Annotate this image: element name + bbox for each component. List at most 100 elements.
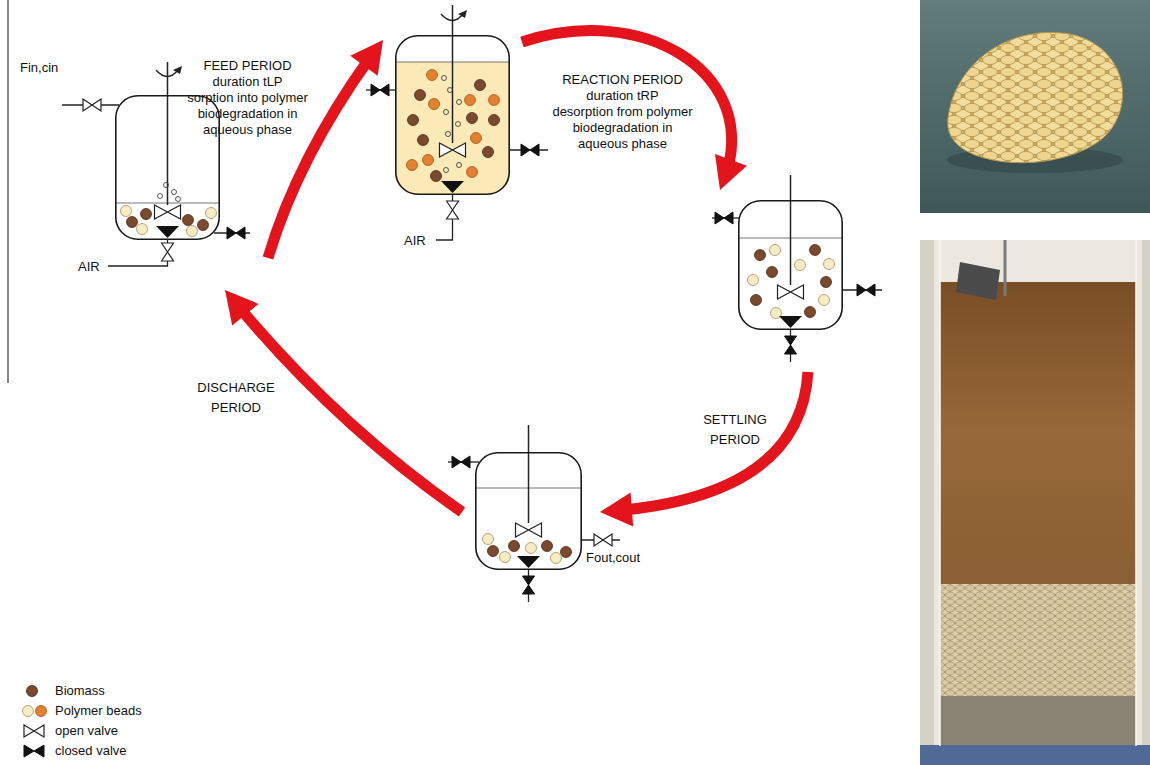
feed-reactor-contents: [457, 100, 462, 105]
legend-item: closed valve: [20, 741, 220, 761]
settling-reactor-contents: [452, 456, 470, 468]
reaction-reactor-contents: [790, 175, 792, 285]
reactor-photo: [920, 240, 1150, 765]
legend-item: Biomass: [20, 681, 220, 701]
arrow-head: [600, 493, 633, 527]
legend-swatch: [27, 686, 38, 697]
arrow-shaft: [522, 31, 732, 170]
feed-reactor-contents: [489, 95, 500, 106]
legend-text: Polymer beads: [55, 703, 142, 718]
reactor-photo: [1004, 240, 1007, 296]
period-label: REACTION PERIODduration tRPdesorption fr…: [550, 72, 695, 152]
legend-text: closed valve: [55, 743, 127, 758]
discharge-reactor-contents: [227, 227, 245, 239]
feed-reactor-contents: [465, 95, 476, 106]
legend-text: open valve: [55, 723, 118, 738]
feed-reactor-contents: [475, 80, 486, 91]
reaction-reactor-contents: [857, 284, 875, 296]
polymer-beads-photo: [920, 0, 1150, 213]
feed-reactor-contents: [407, 160, 418, 171]
vessel-outline: [395, 35, 510, 195]
reaction-reactor-contents: [778, 285, 804, 299]
feed-reactor-contents: [471, 133, 482, 144]
legend-bead-sample: [23, 706, 34, 717]
reactor-photo: [940, 282, 1136, 584]
vessel-wall: [739, 201, 842, 329]
reaction-reactor-contents: [779, 316, 802, 328]
feed-reactor-contents: [521, 144, 539, 156]
legend-bead-sample: [36, 706, 47, 717]
reaction-reactor-contents: [751, 295, 762, 306]
feed-reactor-contents: [440, 143, 466, 157]
legend-item: Polymer beads: [20, 701, 220, 721]
legend-sample: [20, 741, 50, 761]
period-label: FEED PERIODduration tLPsorption into pol…: [175, 58, 320, 138]
feed-reactor-contents: [431, 171, 442, 182]
settling-reactor-contents: [517, 556, 540, 568]
discharge-reactor-contents: [162, 243, 174, 261]
arrow-head: [225, 290, 259, 326]
discharge-reactor-contents: [158, 194, 163, 199]
cycle-arrow: [522, 31, 747, 190]
settling-reactor-contents: [526, 543, 537, 554]
settling-reactor-contents: [483, 534, 494, 545]
feed-reactor-contents: [436, 219, 453, 240]
reaction-reactor-contents: [770, 245, 781, 256]
discharge-reactor-contents: [176, 197, 181, 202]
arrow-shaft: [623, 372, 809, 510]
reaction-reactor-contents: [715, 212, 733, 224]
feed-reactor-contents: [447, 201, 459, 219]
settling-reactor-contents: [594, 534, 612, 546]
settling-reactor-contents: [561, 547, 572, 558]
arrow-head: [350, 40, 383, 76]
feed-reactor-contents: [407, 70, 500, 178]
discharge-reactor-contents: [164, 183, 169, 188]
settling-reactor-contents: [528, 594, 529, 602]
legend-text: Biomass: [55, 683, 105, 698]
settling-reactor-contents: [509, 541, 520, 552]
feed-reactor-contents: [441, 181, 464, 193]
feed-reactor-contents: [418, 135, 429, 146]
reaction-reactor-contents: [755, 250, 766, 261]
settling-reactor-contents: [528, 425, 530, 523]
settling-reactor-contents: [500, 552, 511, 563]
feed-reactor-contents: [429, 99, 440, 110]
feed-reactor-contents: [456, 122, 461, 127]
legend-sample: [20, 681, 50, 701]
open-valve-symbol: [24, 725, 44, 737]
feed-reactor-contents: [452, 195, 453, 201]
feed-reactor-contents: [444, 110, 449, 115]
outflow-label: Fout,cout: [586, 550, 640, 565]
feed-reactor-contents: [452, 5, 454, 143]
vessel-wall: [476, 453, 581, 569]
reaction-reactor-contents: [767, 267, 778, 278]
settling-reactor-contents: [488, 546, 499, 557]
reactor-photo: [940, 584, 1136, 696]
reactor-photo: [934, 240, 1142, 765]
reaction-reactor-contents: [824, 259, 835, 270]
inflow-label: Fin,cin: [20, 60, 58, 75]
period-heading: DISCHARGE PERIOD: [190, 378, 282, 418]
reaction-reactor-contents: [790, 354, 791, 362]
reaction-reactor-contents: [751, 245, 832, 318]
settling-reactor-contents: [448, 425, 620, 602]
reactor-photo: [920, 240, 1150, 765]
reactor-vessel: REACTION PERIODduration tRPdesorption fr…: [738, 200, 843, 330]
feed-reactor-contents: [457, 163, 462, 168]
reaction-reactor-contents: [790, 330, 791, 336]
settling-reactor-contents: [542, 541, 553, 552]
discharge-reactor-contents: [206, 208, 217, 219]
feed-reactor-contents: [467, 167, 478, 178]
reaction-reactor-contents: [805, 307, 816, 318]
reaction-reactor-contents: [819, 295, 830, 306]
polymer-beads-photo: [920, 0, 1150, 213]
arrow-shaft: [239, 307, 462, 512]
frame-line: [7, 0, 8, 383]
discharge-reactor-contents: [173, 66, 182, 74]
vessel-outline: [475, 452, 582, 570]
legend-sample: [20, 721, 50, 741]
settling-reactor-contents: [516, 523, 542, 537]
air-label: AIR: [404, 233, 426, 248]
reactor-photo: [940, 696, 1136, 746]
